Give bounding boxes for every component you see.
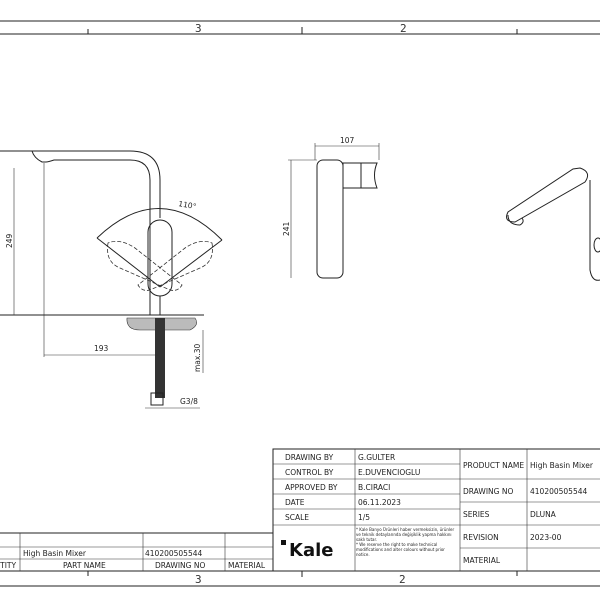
zone-label: 3	[195, 573, 202, 586]
material-label: MATERIAL	[463, 556, 501, 565]
approved-by-label: APPROVED BY	[285, 483, 338, 492]
approved-by-value: B.CIRACI	[358, 483, 390, 492]
drawing-by-value: G.GULTER	[358, 453, 395, 462]
date-label: DATE	[285, 498, 305, 507]
revision-value: 2023-00	[530, 533, 562, 542]
dimension-max-30: max.30	[193, 344, 202, 372]
header-drawing-no: DRAWING NO	[155, 561, 205, 570]
drawing-by-label: DRAWING BY	[285, 453, 334, 462]
part-name-cell: High Basin Mixer	[23, 549, 87, 558]
control-by-value: E.DUVENCIOGLU	[358, 468, 420, 477]
series-label: SERIES	[463, 510, 490, 519]
connection-size: G3/8	[180, 397, 198, 406]
scale-label: SCALE	[285, 513, 309, 522]
kale-logo-mark	[281, 540, 286, 545]
front-view: 110° 249 193 max.30 G3/8	[0, 150, 223, 409]
series-value: DLUNA	[530, 510, 557, 519]
title-block: DRAWING BY G.GULTER CONTROL BY E.DUVENCI…	[272, 448, 600, 572]
product-name-label: PRODUCT NAME	[463, 461, 524, 470]
scale-value: 1/5	[358, 513, 370, 522]
top-frame: 3 2	[0, 20, 600, 35]
notice-tr: * Kale Banyo Ürünleri haber vermeksizin,…	[356, 527, 455, 542]
dimension-241: 241	[282, 221, 291, 236]
drawing-no-value: 410200505544	[530, 487, 587, 496]
header-part-name: PART NAME	[63, 561, 106, 570]
dimension-249: 249	[5, 233, 14, 248]
bottom-frame: 3 2	[0, 571, 600, 587]
drawing-no-cell: 410200505544	[145, 549, 202, 558]
date-value: 06.11.2023	[358, 498, 401, 507]
notice-en: * We reserve the right to make technical…	[356, 542, 445, 557]
revision-label: REVISION	[463, 533, 499, 542]
side-view: 107 241	[282, 136, 380, 279]
drawing-no-label: DRAWING NO	[463, 487, 513, 496]
dimension-107: 107	[340, 136, 355, 145]
supply-hose	[155, 318, 165, 398]
swivel-angle-label: 110°	[178, 199, 198, 211]
zone-label: 2	[399, 573, 406, 586]
kale-logo: Kale	[289, 540, 333, 561]
header-material: MATERIAL	[228, 561, 266, 570]
header-quantity: QUANTITY	[0, 561, 17, 570]
dimension-193: 193	[94, 344, 109, 353]
zone-label: 3	[195, 22, 202, 35]
product-name-value: High Basin Mixer	[530, 461, 594, 470]
control-by-label: CONTROL BY	[285, 468, 334, 477]
perspective-view	[506, 167, 600, 281]
zone-label: 2	[400, 22, 407, 35]
